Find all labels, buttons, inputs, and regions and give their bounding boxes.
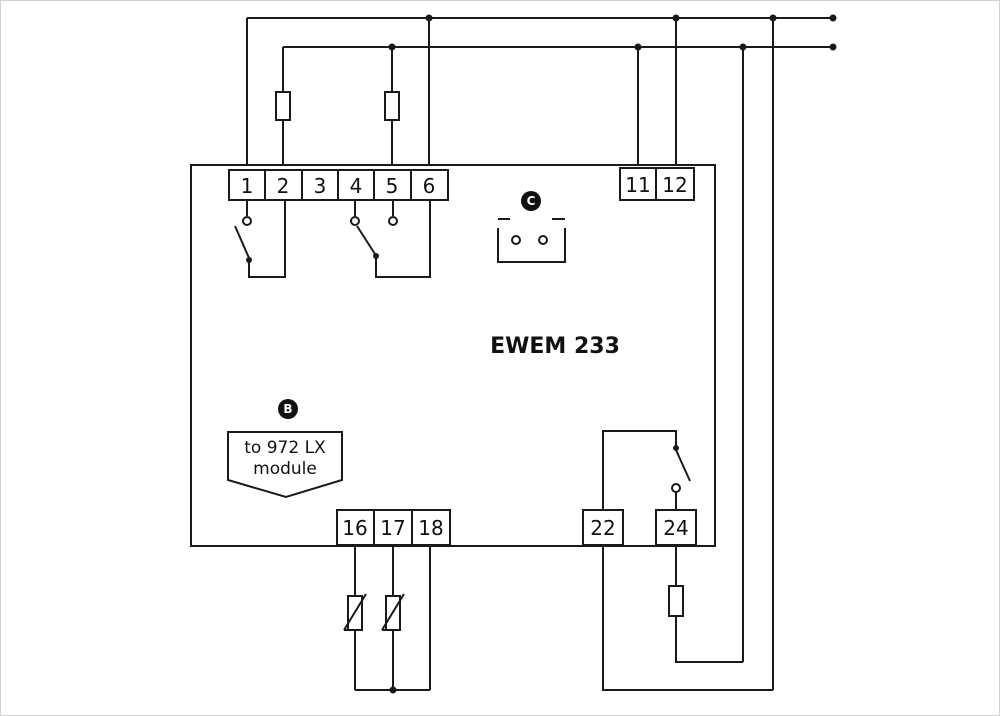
terminal-22: 22 <box>590 516 615 540</box>
terminal-5: 5 <box>386 174 399 198</box>
module-b-tag: B to 972 LX module <box>227 399 343 499</box>
junction-dot <box>389 686 397 694</box>
supply-line-2-terminal <box>829 43 837 51</box>
probe-17-18-sensor <box>381 593 405 631</box>
terminal-17: 17 <box>380 516 405 540</box>
marker-c-label: C <box>527 194 536 208</box>
right-wiring <box>602 18 774 691</box>
internal-relays <box>234 200 691 510</box>
module-label-line-1: to 972 LX <box>244 438 326 458</box>
connector-c: C <box>497 191 566 263</box>
terminal-2: 2 <box>277 174 290 198</box>
sensor-wiring <box>343 545 431 694</box>
supply-line-1-terminal <box>829 14 837 22</box>
marker-b-badge <box>278 399 298 419</box>
probe-16-17-sensor <box>343 593 367 631</box>
terminal-block-top-left: 1 2 3 4 5 6 <box>228 169 449 201</box>
terminal-3: 3 <box>314 174 327 198</box>
terminal-block-24: 24 <box>655 509 697 546</box>
terminal-12: 12 <box>662 173 687 197</box>
load-resistor-3 <box>668 585 684 617</box>
terminal-1: 1 <box>241 174 254 198</box>
load-resistor-2 <box>384 91 400 121</box>
terminal-block-top-right: 11 12 <box>619 167 695 201</box>
terminal-4: 4 <box>350 174 363 198</box>
supply-lines <box>247 14 837 51</box>
model-label: EWEM 233 <box>490 334 620 359</box>
marker-c-badge <box>521 191 541 211</box>
terminal-11: 11 <box>625 173 650 197</box>
marker-b-label: B <box>283 402 292 416</box>
terminal-6: 6 <box>423 174 436 198</box>
terminal-24: 24 <box>663 516 688 540</box>
terminal-18: 18 <box>418 516 443 540</box>
load-resistor-1 <box>275 91 291 121</box>
module-label-line-2: module <box>253 459 317 479</box>
top-wiring <box>246 18 677 170</box>
terminal-block-22: 22 <box>582 509 624 546</box>
terminal-16: 16 <box>342 516 367 540</box>
terminal-block-bottom-left: 16 17 18 <box>336 509 451 546</box>
